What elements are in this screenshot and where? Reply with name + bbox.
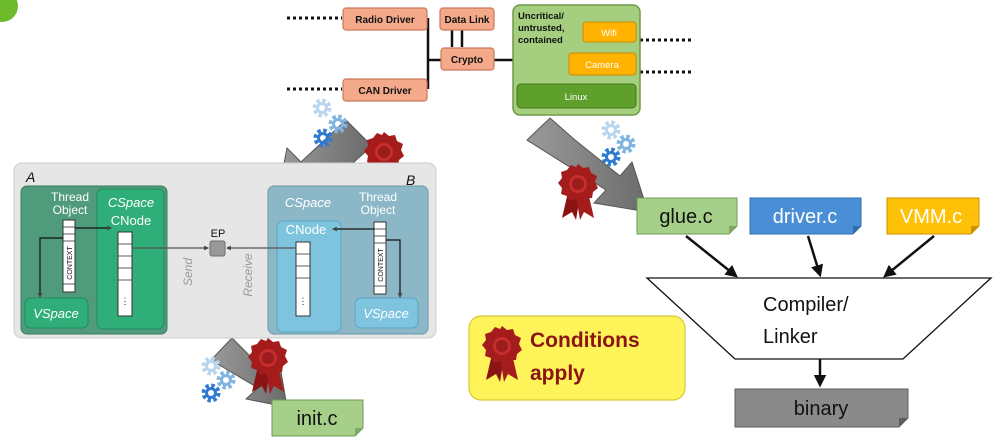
thread-object-a-label-1: Thread bbox=[51, 190, 89, 204]
init-c-label: init.c bbox=[296, 408, 337, 430]
vspace-b-label: VSpace bbox=[363, 306, 409, 321]
svg-text:⋮: ⋮ bbox=[121, 296, 130, 306]
linux-box bbox=[516, 83, 637, 109]
compiler-linker-funnel bbox=[645, 277, 993, 360]
thread-to-vspace-a bbox=[37, 237, 63, 298]
system-architecture: Radio Driver Data Link Crypto CAN Driver… bbox=[287, 4, 694, 116]
driver-c-label: driver.c bbox=[773, 206, 837, 228]
driver-to-compiler-arrow bbox=[806, 235, 824, 278]
camera-label: Camera bbox=[585, 60, 620, 71]
data-link-label: Data Link bbox=[444, 15, 489, 26]
thread-object-b-label-1: Thread bbox=[359, 190, 397, 204]
ep-label: EP bbox=[211, 228, 226, 240]
conditions-label-2: apply bbox=[530, 362, 585, 385]
data-link-box bbox=[439, 7, 495, 31]
glue-c-label: glue.c bbox=[659, 206, 712, 228]
endpoint-box bbox=[209, 240, 226, 257]
gear-icon bbox=[619, 137, 633, 151]
vmm-to-compiler-arrow bbox=[883, 235, 935, 278]
thread-context-b bbox=[373, 221, 387, 295]
receive-label: Receive bbox=[241, 253, 255, 297]
component-a-label: A bbox=[25, 169, 35, 185]
gear-icon bbox=[604, 150, 618, 164]
thread-to-vspace-b bbox=[386, 239, 403, 298]
conditions-label-1: Conditions bbox=[530, 329, 640, 352]
thread-context-a bbox=[62, 219, 76, 293]
compiler-label-2: Linker bbox=[763, 326, 818, 348]
cnode-a-slots bbox=[117, 231, 133, 317]
send-label: Send bbox=[181, 258, 195, 286]
component-b-label: B bbox=[406, 172, 415, 188]
uncritical-label-3: contained bbox=[518, 35, 563, 46]
svg-text:⋮: ⋮ bbox=[299, 296, 308, 306]
vmm-c-label: VMM.c bbox=[900, 206, 962, 228]
binary-label: binary bbox=[794, 398, 848, 420]
thread-object-a-label-2: Object bbox=[53, 203, 88, 217]
vspace-a-box bbox=[24, 297, 89, 329]
wifi-label: Wifi bbox=[601, 28, 617, 39]
cspace-b-label: CSpace bbox=[285, 195, 331, 210]
can-driver-label: CAN Driver bbox=[358, 86, 411, 97]
conditions-box bbox=[468, 315, 686, 401]
cspace-a-label: CSpace bbox=[108, 195, 154, 210]
thread-object-b-label-2: Object bbox=[361, 203, 396, 217]
uncritical-label-1: Uncritical/ bbox=[518, 11, 564, 22]
crypto-label: Crypto bbox=[451, 55, 483, 66]
gear-icon bbox=[204, 386, 218, 400]
corner-badge bbox=[0, 0, 18, 22]
radio-driver-box bbox=[342, 7, 428, 31]
cnode-b-label: CNode bbox=[286, 222, 326, 237]
cnode-a-label: CNode bbox=[111, 213, 151, 228]
can-driver-box bbox=[342, 78, 428, 102]
init-c-group: init.c bbox=[271, 399, 364, 437]
vspace-a-label: VSpace bbox=[33, 306, 79, 321]
compiler-label-1: Compiler/ bbox=[763, 294, 849, 316]
radio-driver-label: Radio Driver bbox=[355, 15, 415, 26]
linux-label: Linux bbox=[565, 92, 588, 103]
gear-icon bbox=[315, 101, 329, 115]
gear-icon bbox=[604, 123, 618, 137]
wifi-box bbox=[582, 21, 637, 43]
glue-to-compiler-arrow bbox=[685, 235, 738, 278]
gear-icon bbox=[219, 373, 233, 387]
context-b-label: CONTEXT bbox=[378, 248, 385, 282]
context-a-label: CONTEXT bbox=[67, 246, 74, 280]
conditions-callout: Conditions apply bbox=[468, 315, 686, 401]
build-pipeline: glue.c driver.c VMM.c Compiler/ Linker b… bbox=[636, 197, 993, 428]
vspace-b-box bbox=[354, 297, 419, 329]
capdl-panel: A B CSpace CNode Thread Object CONTEXT ⋮… bbox=[13, 162, 437, 339]
cnode-b-slots bbox=[295, 241, 311, 317]
uncritical-label-2: untrusted, bbox=[518, 23, 564, 34]
crypto-box bbox=[440, 47, 495, 71]
camera-box bbox=[568, 52, 637, 76]
